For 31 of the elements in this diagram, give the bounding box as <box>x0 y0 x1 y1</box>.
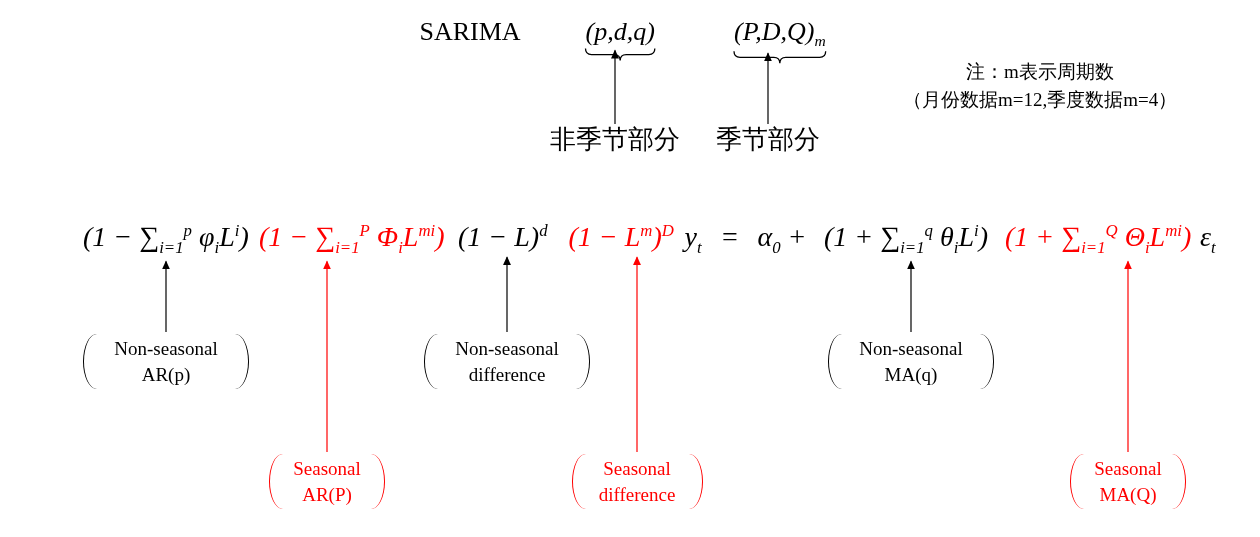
note-text: （月份数据m=12,季度数据m=4） <box>903 90 1178 111</box>
annotation-label: Seasonal AR(P) <box>269 454 385 510</box>
tuple-term: (P,D,Q)$_{m}$ <box>734 18 826 50</box>
arrow <box>503 256 511 333</box>
annotation-label: Seasonal difference <box>571 454 703 510</box>
formula-term: α$_{0}$ + <box>757 222 807 258</box>
title-text: SARIMA <box>419 18 521 47</box>
formula-term: y$_{t}$ <box>684 222 702 258</box>
part-label: 季节部分 <box>716 126 820 155</box>
tuple-term: (p,d,q) <box>585 18 655 47</box>
arrow <box>764 52 772 125</box>
formula-term: (1 − ∑$_{i=1}$$^{P}$ Φ$_{i}$L$^{mi}$) <box>259 222 445 258</box>
arrow <box>907 260 915 333</box>
formula-term: (1 + ∑$_{i=1}$$^{q}$ θ$_{i}$L$^{i}$) <box>824 222 988 258</box>
formula-term: ε$_{t}$ <box>1200 222 1216 258</box>
formula-term: (1 − ∑$_{i=1}$$^{p}$ φ$_{i}$L$^{i}$) <box>83 222 249 258</box>
note-text: 注：m表示周期数 <box>966 62 1114 83</box>
arrow <box>611 49 619 125</box>
annotation-label: Seasonal MA(Q) <box>1070 454 1186 510</box>
annotation-label: Non-seasonal difference <box>424 334 590 390</box>
formula-term: (1 − L)$^{d}$ <box>458 222 548 254</box>
annotation-label: Non-seasonal AR(p) <box>83 334 249 390</box>
annotation-label: Non-seasonal MA(q) <box>828 334 994 390</box>
arrow <box>162 260 170 333</box>
equals-sign: = <box>722 222 738 253</box>
arrow <box>633 256 641 453</box>
arrow <box>323 260 331 453</box>
part-label: 非季节部分 <box>550 126 680 155</box>
arrow <box>1124 260 1132 453</box>
formula-term: (1 + ∑$_{i=1}$$^{Q}$ Θ$_{i}$L$^{mi}$) <box>1005 222 1192 258</box>
formula-term: (1 − L$^{m}$)$^{D}$ <box>568 222 674 254</box>
